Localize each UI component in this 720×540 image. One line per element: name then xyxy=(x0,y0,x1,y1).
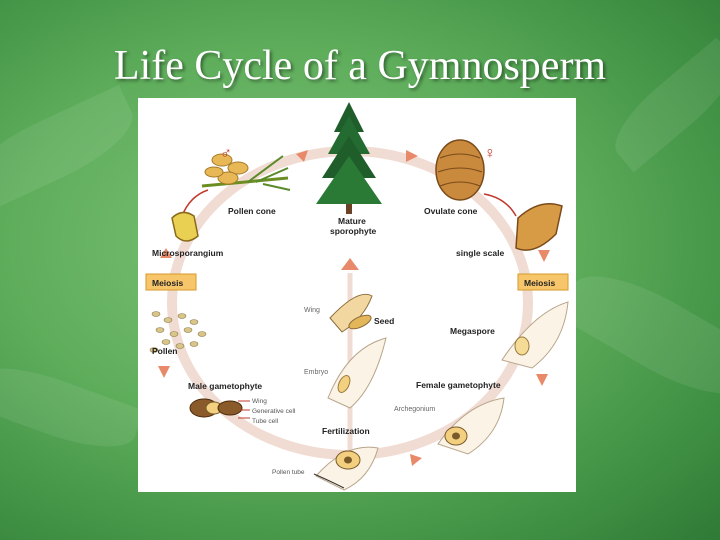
label-tube-cell: Tube cell xyxy=(252,418,279,425)
cycle-arrow xyxy=(406,150,418,162)
slide-title: Life Cycle of a Gymnosperm xyxy=(113,43,607,89)
female-gametophyte-shape xyxy=(437,397,505,455)
fertilization-shape xyxy=(315,446,379,491)
cycle-arrow xyxy=(410,454,422,466)
cycle-arrows xyxy=(158,150,550,466)
microsporangium-shape xyxy=(171,211,199,242)
cycle-arrow xyxy=(158,366,170,378)
label-wing-bottom: Wing xyxy=(252,398,267,405)
background-leaf xyxy=(0,352,145,463)
male-symbol: ♂ xyxy=(220,145,232,162)
background-leaf xyxy=(0,84,145,216)
megaspore-ovule xyxy=(501,301,569,369)
label-megaspore: Megaspore xyxy=(450,326,495,336)
meiosis-right-label: Meiosis xyxy=(524,278,555,288)
label-seed: Seed xyxy=(374,316,394,326)
cycle-arrow xyxy=(538,250,550,262)
label-embryo: Embryo xyxy=(304,369,328,376)
ovulate-cone xyxy=(435,139,485,201)
female-symbol: ♀ xyxy=(484,145,496,162)
mature-sporophyte-tree xyxy=(316,102,382,214)
cycle-arrow xyxy=(536,374,548,386)
life-cycle-diagram: ♂ ♀ Meiosis Meiosis xyxy=(145,102,569,491)
central-arrow-head xyxy=(341,258,359,270)
meiosis-box-right xyxy=(517,273,569,291)
label-mature-sporophyte-1: Mature xyxy=(338,216,366,226)
label-pollen-cone: Pollen cone xyxy=(228,206,276,216)
label-microsporangium: Microsporangium xyxy=(152,248,224,258)
cycle-arrow xyxy=(160,248,172,258)
pollen-cone-branch xyxy=(201,153,291,191)
meiosis-left-label: Meiosis xyxy=(152,278,183,288)
label-archegonium: Archegonium xyxy=(394,406,435,413)
label-single-scale: single scale xyxy=(456,248,504,258)
label-generative-cell: Generative cell xyxy=(252,408,296,415)
meiosis-box-left xyxy=(145,273,197,291)
label-pollen-tube: Pollen tube xyxy=(272,469,305,476)
label-ovulate-cone: Ovulate cone xyxy=(424,206,478,216)
label-pollen: Pollen xyxy=(152,346,178,356)
label-fertilization: Fertilization xyxy=(322,426,370,436)
leader-right xyxy=(483,193,517,217)
single-scale-shape xyxy=(515,203,563,251)
male-callout-lines xyxy=(238,400,250,419)
seed-shape xyxy=(329,293,373,333)
embryo-ovule xyxy=(327,337,387,409)
background-leaf xyxy=(555,254,720,416)
pollen-tube-line xyxy=(313,473,345,489)
label-female-gametophyte: Female gametophyte xyxy=(416,380,501,390)
label-mature-sporophyte-2: sporophyte xyxy=(330,226,377,236)
cycle-arrow xyxy=(296,150,308,162)
pollen-grains xyxy=(149,311,207,353)
male-gametophyte-shape xyxy=(189,398,243,418)
label-wing-top: Wing xyxy=(304,307,320,314)
diagram-panel: ♂ ♀ Meiosis Meiosis xyxy=(138,98,576,492)
label-male-gametophyte: Male gametophyte xyxy=(188,381,262,391)
